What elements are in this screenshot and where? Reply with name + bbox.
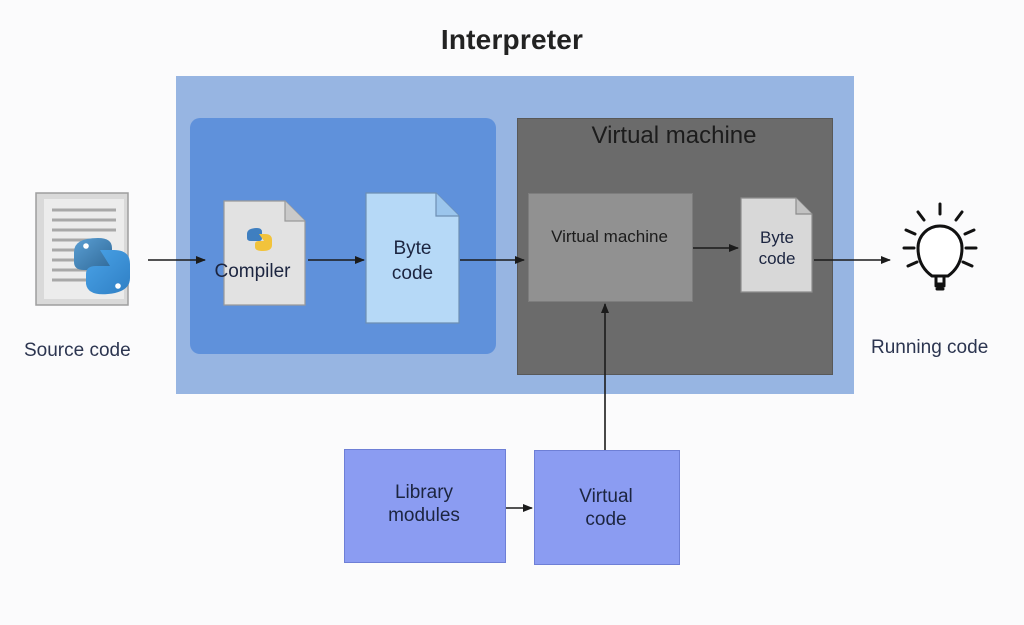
bytecode-document [365, 192, 460, 324]
library-modules-label: Library modules [388, 482, 460, 526]
python-logo-icon [247, 228, 272, 251]
library-modules-box [344, 449, 506, 563]
bytecode-label: Byte code [391, 238, 434, 284]
virtual-code-label: Virtual code [579, 486, 633, 530]
lightbulb-icon [902, 202, 978, 291]
diagram-title: Interpreter [440, 24, 584, 55]
virtual-code-box [534, 450, 680, 565]
vm-bytecode-label: Byte code [758, 228, 796, 268]
vm-bytecode-document [740, 197, 813, 293]
virtual-machine-title: Virtual machine [591, 122, 757, 149]
virtual-machine-box [528, 193, 693, 302]
source-code-label: Source code [24, 340, 131, 361]
compiler-label: Compiler [214, 261, 291, 282]
virtual-machine-box-label: Virtual machine [551, 227, 668, 246]
running-code-label: Running code [871, 337, 989, 358]
compiler-document [223, 200, 306, 306]
python-file-icon [35, 192, 130, 306]
